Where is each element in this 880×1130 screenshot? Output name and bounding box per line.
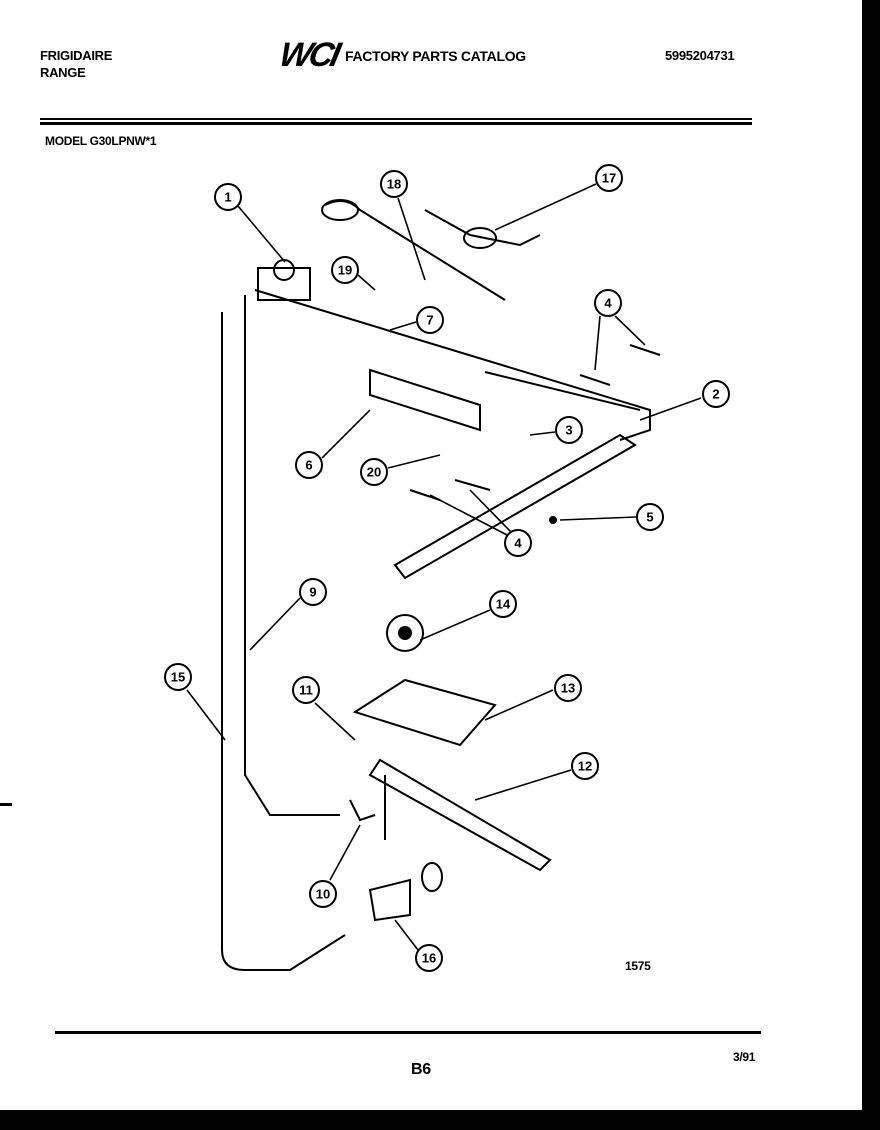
callout-15: 15: [164, 663, 192, 691]
svg-text:3: 3: [565, 423, 572, 438]
callout-9: 9: [299, 578, 327, 606]
callout-12: 12: [571, 752, 599, 780]
svg-text:4: 4: [604, 296, 612, 311]
svg-text:2: 2: [712, 387, 719, 402]
brand-label: FRIGIDAIRE: [40, 48, 113, 63]
leader-lines: [186, 183, 702, 951]
callout-1: 1: [214, 183, 242, 211]
callout-20: 20: [360, 458, 388, 486]
callout-11: 11: [292, 676, 320, 704]
svg-text:18: 18: [387, 177, 401, 192]
svg-text:16: 16: [422, 951, 436, 966]
svg-text:13: 13: [561, 681, 575, 696]
bottom-border: [0, 1110, 880, 1130]
catalog-number: 5995204731: [665, 48, 735, 63]
header-rule: [40, 122, 752, 125]
callout-17: 17: [595, 164, 623, 192]
svg-text:1: 1: [224, 190, 231, 205]
svg-text:9: 9: [309, 585, 316, 600]
svg-text:14: 14: [496, 597, 511, 612]
callout-2: 2: [702, 380, 730, 408]
svg-text:19: 19: [338, 263, 352, 278]
callout-5: 5: [636, 503, 664, 531]
header-rule-top: [40, 118, 752, 120]
product-label: RANGE: [40, 65, 86, 80]
callout-4-bottom: 4: [504, 529, 532, 557]
catalog-title: FACTORY PARTS CATALOG: [345, 48, 526, 64]
callout-19: 19: [331, 256, 359, 284]
callouts: 1 18 17 19 7 4 2 3 6 20 5 4 9 14 15 11 1…: [164, 164, 730, 972]
svg-text:15: 15: [171, 670, 185, 685]
svg-text:10: 10: [316, 887, 330, 902]
svg-text:4: 4: [514, 536, 522, 551]
parts-drawing: [221, 199, 661, 971]
margin-mark: [0, 803, 12, 806]
svg-text:11: 11: [299, 683, 313, 698]
callout-14: 14: [489, 590, 517, 618]
figure-number: 1575: [625, 959, 651, 973]
footer-rule: [55, 1031, 761, 1034]
date-label: 3/91: [733, 1050, 756, 1064]
callout-7: 7: [416, 306, 444, 334]
svg-text:7: 7: [426, 313, 433, 328]
page-number: B6: [411, 1061, 431, 1078]
model-label: MODEL G30LPNW*1: [45, 134, 157, 148]
svg-text:5: 5: [646, 510, 653, 525]
callout-16: 16: [415, 944, 443, 972]
callout-18: 18: [380, 170, 408, 198]
callout-13: 13: [554, 674, 582, 702]
svg-text:17: 17: [602, 171, 616, 186]
right-border: [862, 0, 880, 1130]
svg-text:12: 12: [578, 759, 592, 774]
callout-10: 10: [309, 880, 337, 908]
svg-text:6: 6: [305, 458, 312, 473]
callout-6: 6: [295, 451, 323, 479]
callout-4-top: 4: [594, 289, 622, 317]
callout-3: 3: [555, 416, 583, 444]
svg-text:20: 20: [367, 465, 381, 480]
